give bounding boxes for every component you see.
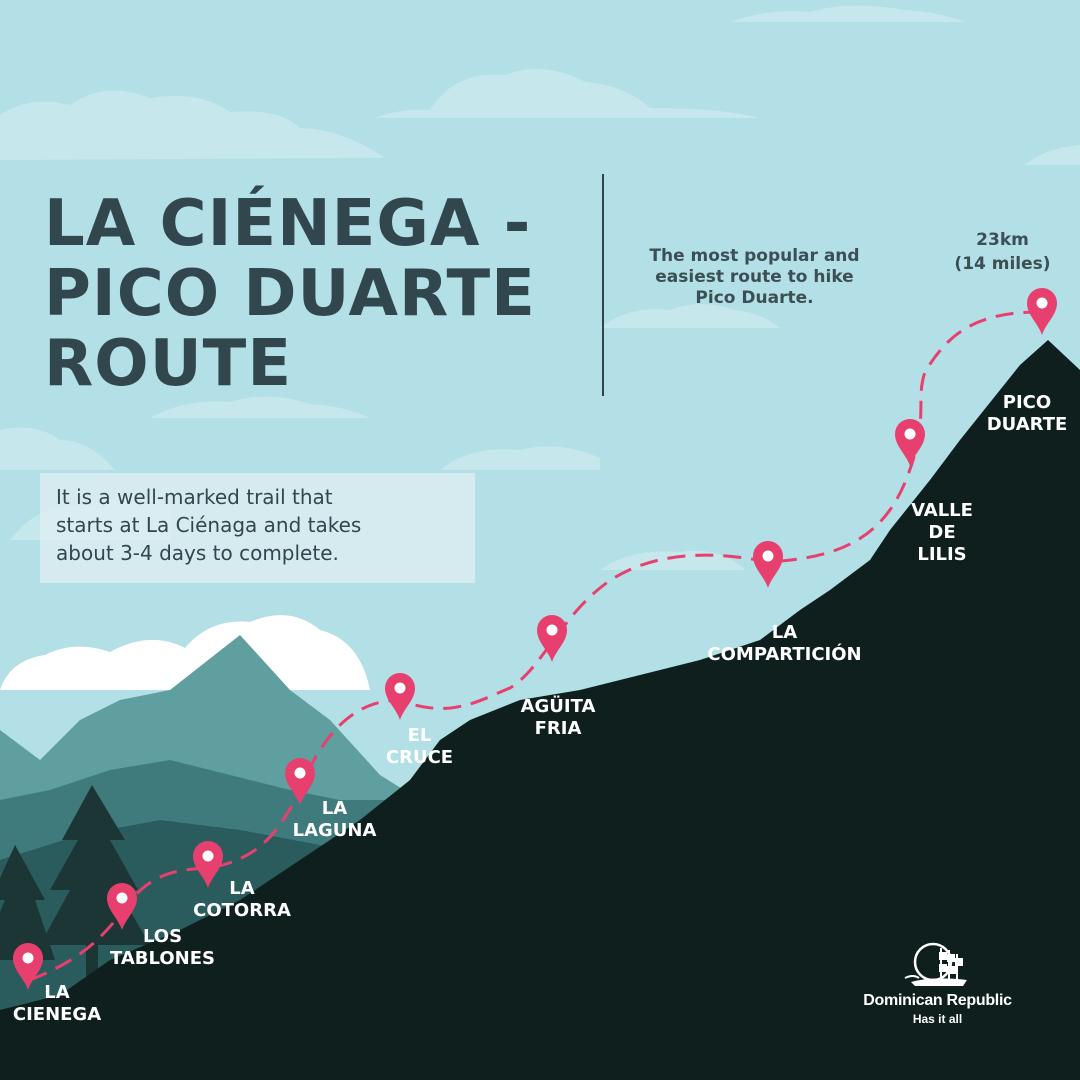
map-pin-dot-la-cienega [22,952,34,964]
waypoint-label-la-cotorra: LA COTORRA [193,878,291,921]
ship-logo-icon [904,942,967,986]
map-pin-icon-valle-de-lilis [895,419,925,466]
map-pin-dot-la-comparticion [762,550,774,562]
dark-mountain [0,340,1080,1080]
map-pin-icon-la-cienega [13,943,43,990]
brand-tagline: Has it all [912,1012,963,1026]
trail-pins [13,288,1057,990]
subtitle-line-2: easiest route to hike [655,267,854,287]
waypoint-label-la-cienega: LA CIENEGA [12,982,102,1025]
waypoint-label-los-tablones: LOS TABLONES [110,926,215,969]
waypoint-label-valle-de-lilis: VALLE DE LILIS [911,500,973,565]
title-line-1: LA CIÉNEGA - [44,187,532,261]
title-line-3: ROUTE [44,327,293,401]
waypoint-label-aguita-fria: AGÜITA FRIA [520,696,596,739]
distance-miles: (14 miles) [954,254,1051,274]
info-line-3: about 3-4 days to complete. [56,541,339,565]
divider [602,174,604,396]
map-pin-dot-la-laguna [294,767,306,779]
waypoint-label-la-comparticion: LA COMPARTICIÓN [707,622,862,665]
map-pin-dot-pico-duarte [1036,297,1048,309]
map-pin-dot-la-cotorra [202,850,214,862]
subtitle: The most popular and easiest route to hi… [612,246,897,309]
map-pin-icon-el-cruce [385,673,415,720]
brand-name: Dominican Republic [863,992,1012,1009]
waypoint-label-el-cruce: EL CRUCE [385,725,454,768]
info-box: It is a well-marked trail that starts at… [40,473,475,583]
map-pin-dot-los-tablones [116,892,128,904]
waypoint-label-pico-duarte: PICO DUARTE [986,392,1068,435]
map-pin-icon-aguita-fria [537,615,567,662]
waypoint-label-la-laguna: LA LAGUNA [292,798,377,841]
white-clouds [0,615,370,690]
map-pin-icon-la-comparticion [753,541,783,588]
title-line-2: PICO DUARTE [44,257,536,331]
distance-km: 23km [976,230,1029,250]
map-pin-icon-los-tablones [107,883,137,930]
map-pin-dot-valle-de-lilis [904,428,916,440]
map-pin-dot-el-cruce [394,682,406,694]
info-line-1: It is a well-marked trail that [56,485,333,509]
map-pin-icon-pico-duarte [1027,288,1057,335]
brand-logo: Dominican Republic Has it all [850,940,1025,1026]
map-pin-icon-la-cotorra [193,841,223,888]
subtitle-line-3: Pico Duarte. [695,288,814,308]
map-pin-dot-aguita-fria [546,624,558,636]
map-pin-icon-la-laguna [285,758,315,805]
subtitle-line-1: The most popular and [649,246,860,266]
info-line-2: starts at La Ciénaga and takes [56,513,362,537]
